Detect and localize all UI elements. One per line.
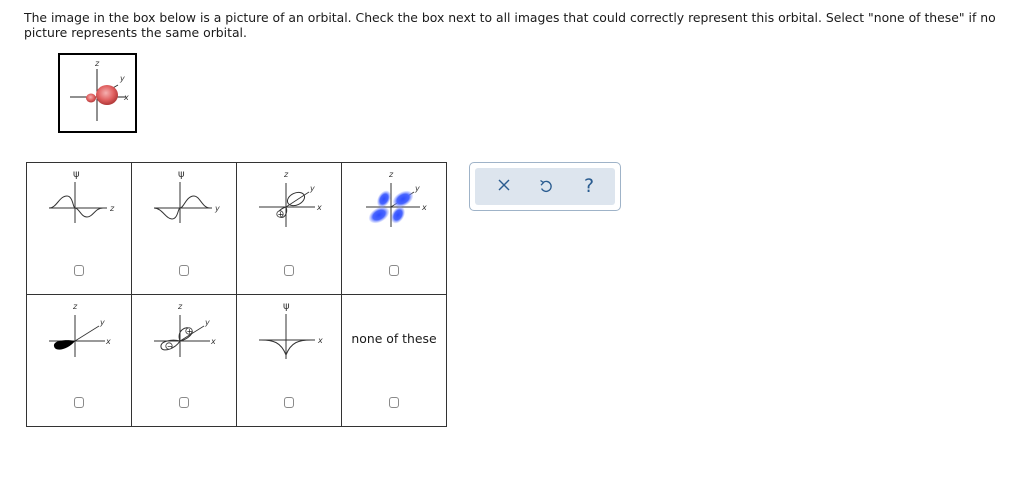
option-checkbox-none-of-these[interactable] — [389, 397, 399, 408]
svg-text:ψ: ψ — [283, 301, 290, 312]
double-lobe-plus-minus-orbital: z + − y x — [154, 302, 216, 357]
svg-text:y: y — [99, 318, 105, 327]
lobe-plus-orbital: z + y x — [259, 170, 322, 227]
svg-text:z: z — [109, 204, 115, 213]
svg-text:x: x — [105, 337, 111, 346]
svg-text:x: x — [123, 93, 129, 102]
svg-text:z: z — [388, 170, 394, 179]
svg-text:ψ: ψ — [178, 169, 185, 180]
option-checkbox-double-lobe-plus-minus[interactable] — [179, 397, 189, 408]
option-cell-wavefunction-x-dip: ψ x — [236, 294, 342, 427]
black-lobe-orbital: z y x — [49, 302, 111, 357]
close-icon — [498, 179, 510, 191]
svg-text:+: + — [187, 328, 193, 336]
option-checkbox-wavefunction-z[interactable] — [74, 265, 84, 276]
svg-text:y: y — [214, 204, 220, 213]
svg-text:+: + — [278, 211, 284, 219]
svg-text:x: x — [421, 203, 427, 212]
svg-text:ψ: ψ — [73, 169, 80, 180]
option-cell-wavefunction-y: ψ y — [131, 162, 237, 295]
option-checkbox-wavefunction-y[interactable] — [179, 265, 189, 276]
svg-text:x: x — [317, 336, 323, 345]
svg-text:y: y — [204, 318, 210, 327]
reference-orbital-image: z y x — [58, 53, 137, 133]
clear-button[interactable] — [485, 168, 525, 205]
undo-icon — [540, 179, 552, 193]
option-checkbox-black-lobe[interactable] — [74, 397, 84, 408]
option-cell-wavefunction-z: ψ z — [26, 162, 132, 295]
svg-text:y: y — [119, 74, 125, 83]
toolbar-background: ? — [475, 168, 615, 205]
options-grid: ψ z ψ y z — [26, 162, 447, 427]
svg-text:−: − — [167, 343, 173, 351]
question-prompt: The image in the box below is a picture … — [24, 10, 996, 40]
blue-cloverleaf-orbital: z y x — [366, 170, 427, 227]
option-checkbox-lobe-plus[interactable] — [284, 265, 294, 276]
svg-text:z: z — [94, 59, 100, 68]
wavefunction-x-dip-graph: ψ x — [259, 301, 323, 359]
svg-text:z: z — [177, 302, 183, 311]
svg-text:y: y — [414, 184, 420, 193]
svg-text:y: y — [309, 184, 315, 193]
option-checkbox-wavefunction-x-dip[interactable] — [284, 397, 294, 408]
option-cell-double-lobe-plus-minus: z + − y x — [131, 294, 237, 427]
svg-text:x: x — [210, 337, 216, 346]
svg-text:x: x — [316, 203, 322, 212]
option-checkbox-blue-cloverleaf[interactable] — [389, 265, 399, 276]
svg-text:z: z — [283, 170, 289, 179]
svg-text:z: z — [72, 302, 78, 311]
option-cell-blue-cloverleaf: z y x — [341, 162, 447, 295]
option-cell-none-of-these: none of these — [341, 294, 447, 427]
wavefunction-z-graph: ψ z — [48, 169, 115, 223]
answer-toolbar: ? — [469, 162, 621, 211]
help-icon: ? — [583, 175, 595, 197]
undo-button[interactable] — [526, 168, 566, 205]
option-cell-lobe-plus: z + y x — [236, 162, 342, 295]
wavefunction-y-graph: ψ y — [153, 169, 220, 223]
none-of-these-label: none of these — [351, 331, 437, 346]
help-button[interactable]: ? — [569, 168, 609, 205]
option-cell-black-lobe: z y x — [26, 294, 132, 427]
